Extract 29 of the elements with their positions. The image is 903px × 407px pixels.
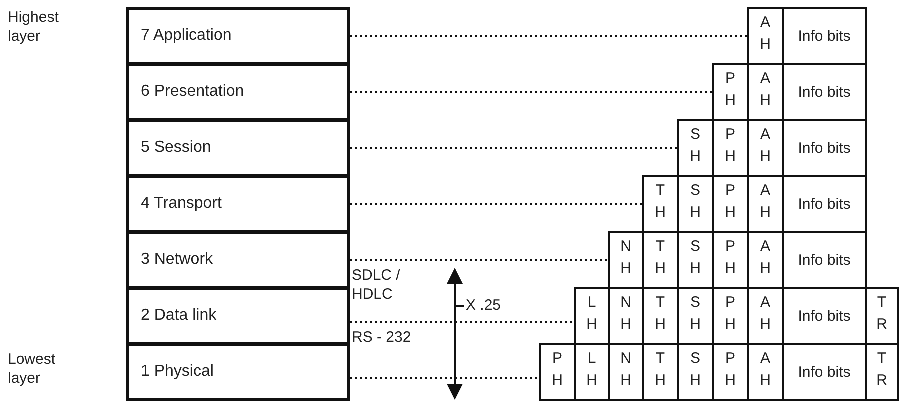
header-cell: P H [539, 343, 576, 401]
dotted-connector [350, 147, 677, 149]
protocol-label: RS - 232 [352, 328, 412, 347]
dotted-connector [350, 321, 574, 323]
layer-label: Lowest layer [8, 350, 57, 388]
header-cell: N H [608, 231, 644, 289]
dotted-connector [350, 259, 608, 261]
dotted-connector [350, 203, 642, 205]
layer-box: 7 Application [126, 7, 350, 65]
header-cell: T H [642, 175, 679, 233]
layer-label: Highest layer [8, 8, 60, 46]
header-cell: L H [574, 287, 610, 345]
header-cell: A H [747, 7, 784, 65]
dotted-connector [350, 91, 712, 93]
layer-box: 5 Session [126, 119, 350, 177]
dotted-connector [350, 377, 539, 379]
trailer-cell: T R [865, 287, 899, 345]
header-cell: S H [677, 119, 714, 177]
layer-box: 4 Transport [126, 175, 350, 233]
layer-box: 2 Data link [126, 287, 350, 345]
layer-box: 6 Presentation [126, 63, 350, 121]
protocol-label: X .25 [466, 296, 502, 315]
protocol-label: SDLC / HDLC [352, 266, 402, 304]
layer-box: 3 Network [126, 231, 350, 289]
info-bits-cell: Info bits [782, 7, 867, 65]
header-cell: P H [712, 63, 749, 121]
trailer-cell: T R [865, 343, 899, 401]
layer-box: 1 Physical [126, 343, 350, 401]
dotted-connector [350, 35, 747, 37]
